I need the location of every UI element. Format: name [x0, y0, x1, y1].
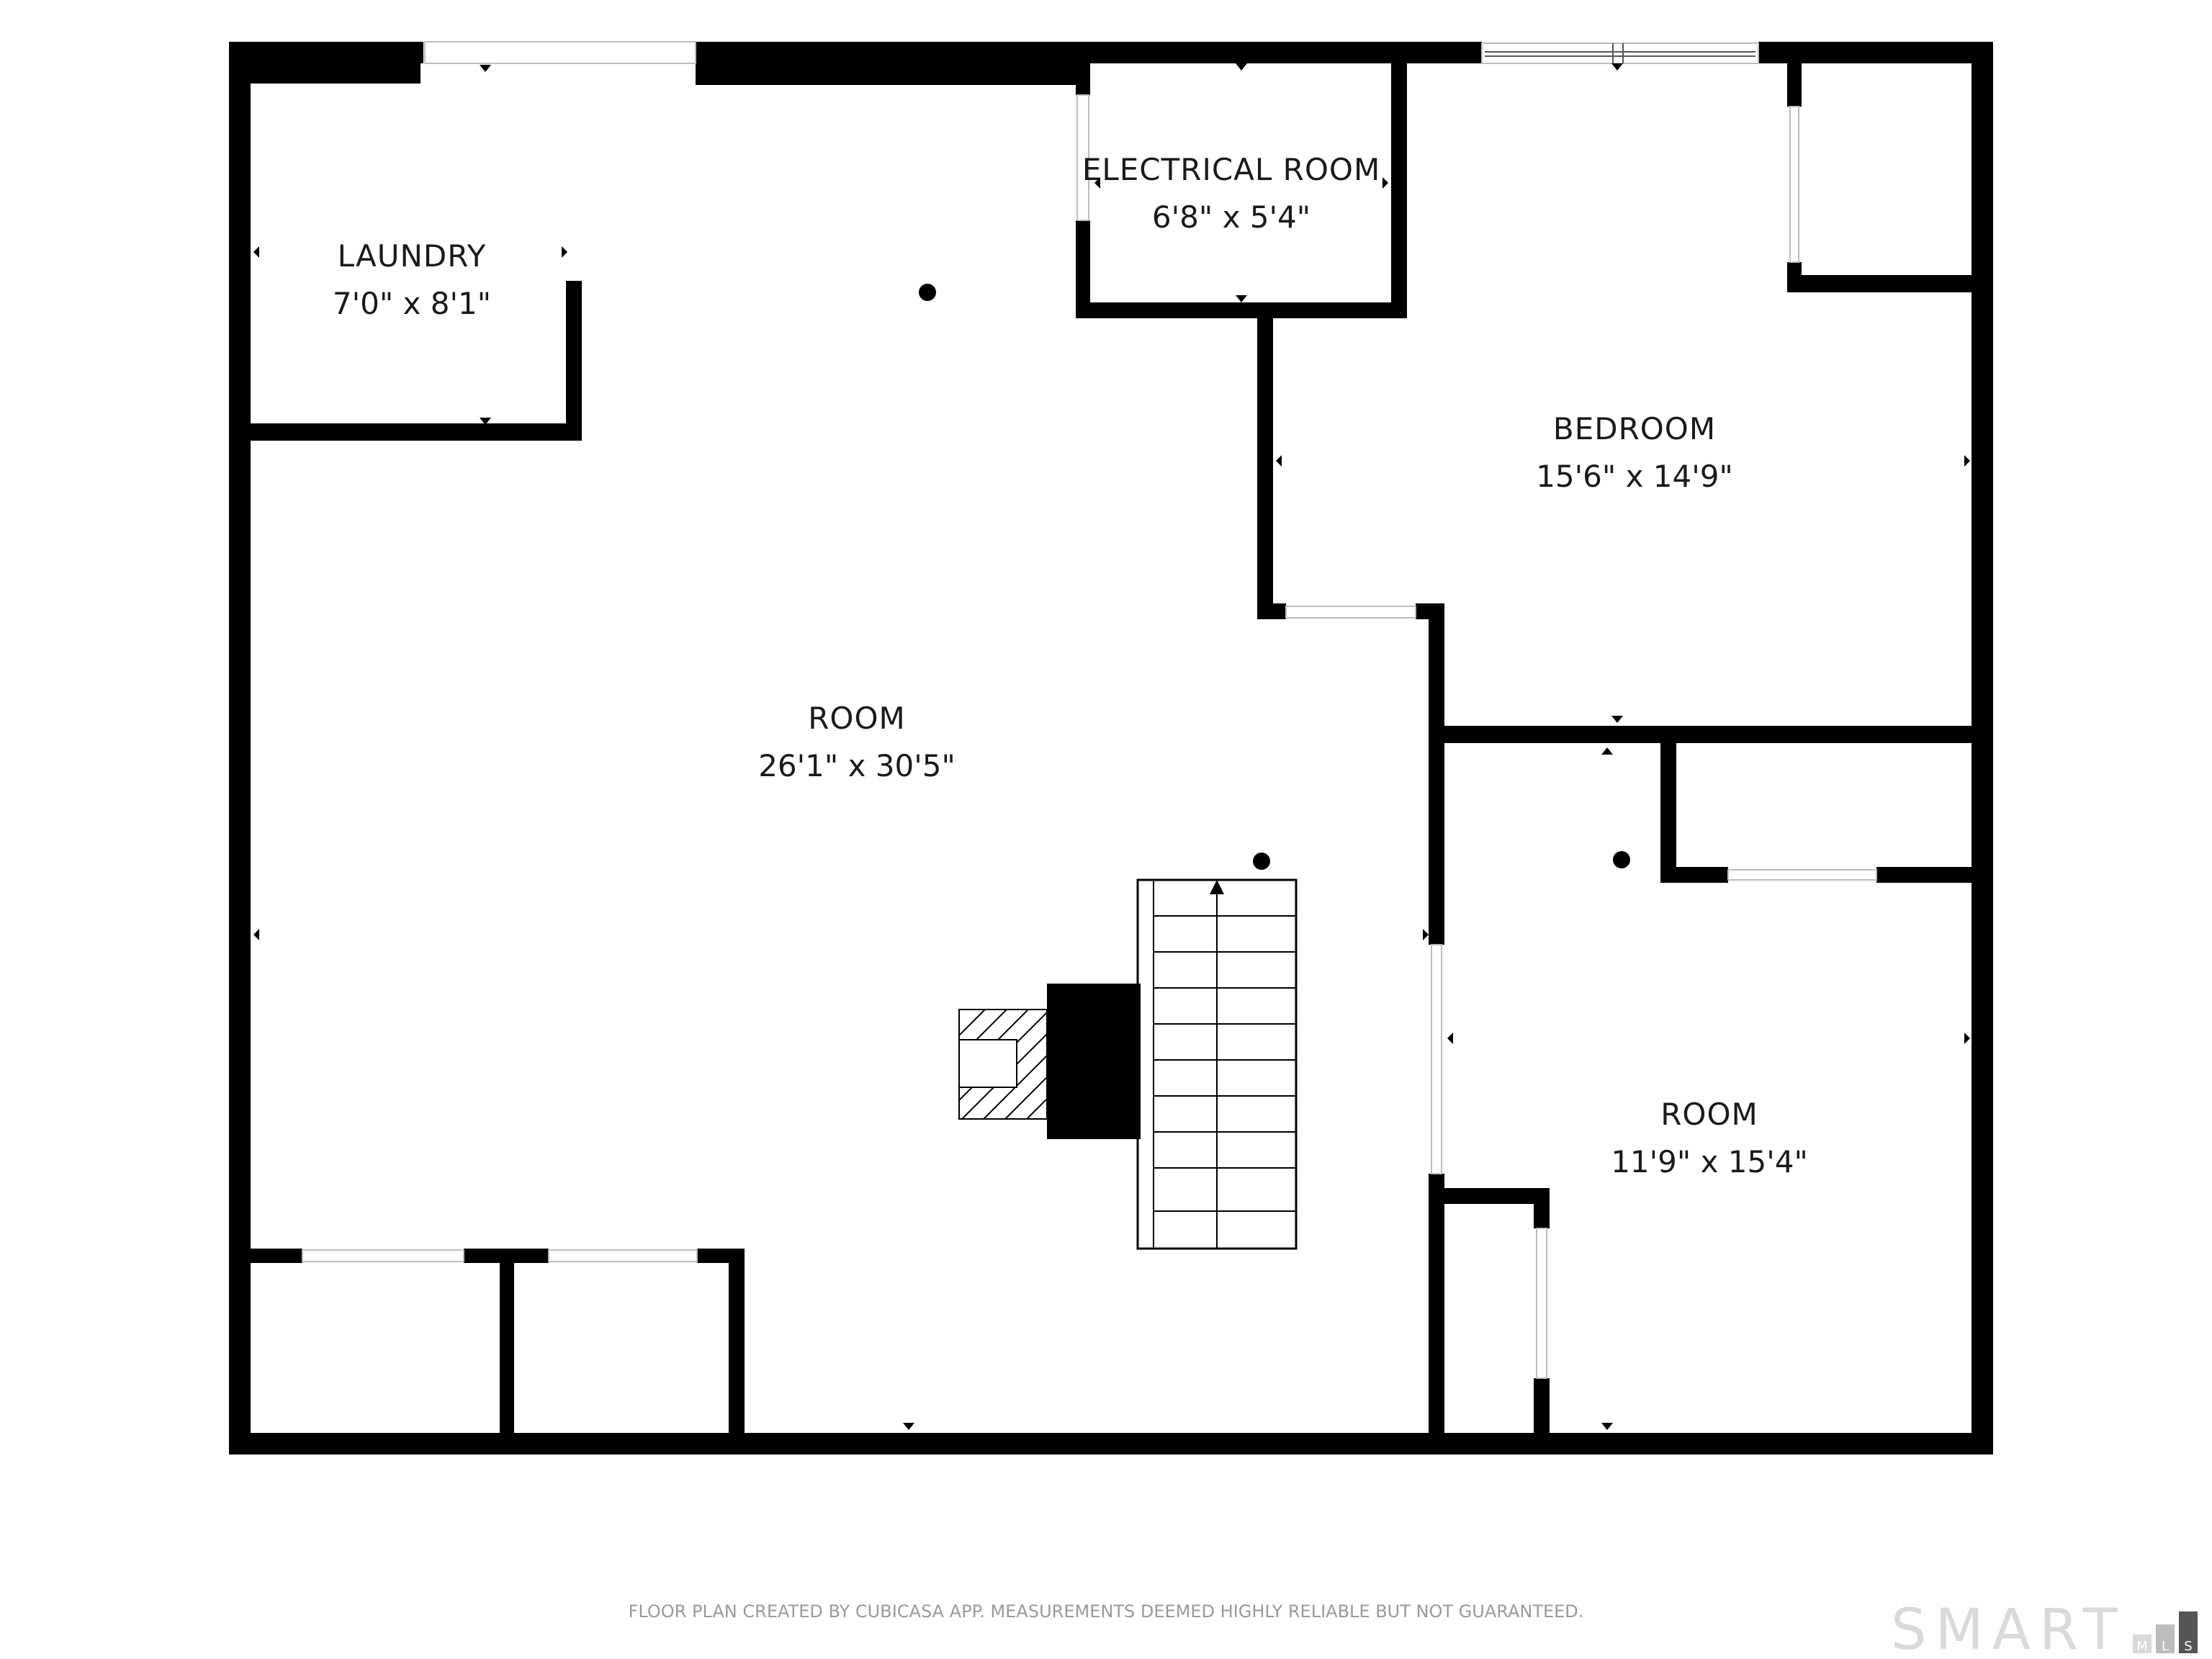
smart-mls-logo: SMART M L S [1891, 1598, 2198, 1659]
room-dimensions: 6'8" x 5'4" [1152, 199, 1310, 235]
room-name: LAUNDRY [338, 238, 487, 274]
room-dimensions: 11'9" x 15'4" [1611, 1144, 1808, 1179]
room-dimensions: 7'0" x 8'1" [333, 286, 491, 321]
furnace-block [958, 984, 1141, 1139]
brand-sub-l: L [2162, 1639, 2169, 1654]
room-dimensions: 15'6" x 14'9" [1536, 459, 1733, 494]
openings [302, 41, 1877, 1379]
closet-walls [229, 1249, 745, 1455]
room-labels: LAUNDRY 7'0" x 8'1" ELECTRICAL ROOM 6'8"… [333, 152, 1808, 1179]
brand-text: SMART [1891, 1598, 2126, 1659]
staircase [1136, 878, 1298, 1250]
bedroom-walls [1257, 63, 1993, 743]
stair-up-arrow-icon [1210, 880, 1224, 894]
light-fixture-icon [1613, 851, 1630, 868]
light-fixture-icon [919, 284, 936, 301]
outer-walls [229, 42, 1993, 1455]
brand-sub-s: S [2184, 1639, 2192, 1654]
window-detail [1485, 43, 1755, 63]
light-fixture-icon [1253, 853, 1270, 870]
brand-sub-m: M [2136, 1639, 2148, 1654]
room-name: ROOM [808, 701, 906, 736]
laundry-walls [229, 281, 582, 441]
electrical-walls [1076, 63, 1407, 318]
dimension-markers [253, 63, 1970, 1430]
room-name: BEDROOM [1553, 411, 1716, 446]
room-dimensions: 26'1" x 30'5" [758, 748, 956, 783]
disclaimer-text: FLOOR PLAN CREATED BY CUBICASA APP. MEAS… [629, 1601, 1584, 1622]
room-name: ROOM [1660, 1097, 1758, 1132]
light-fixtures [919, 284, 1630, 870]
room-name: ELECTRICAL ROOM [1082, 152, 1380, 187]
side-room-walls [1429, 726, 1993, 1455]
